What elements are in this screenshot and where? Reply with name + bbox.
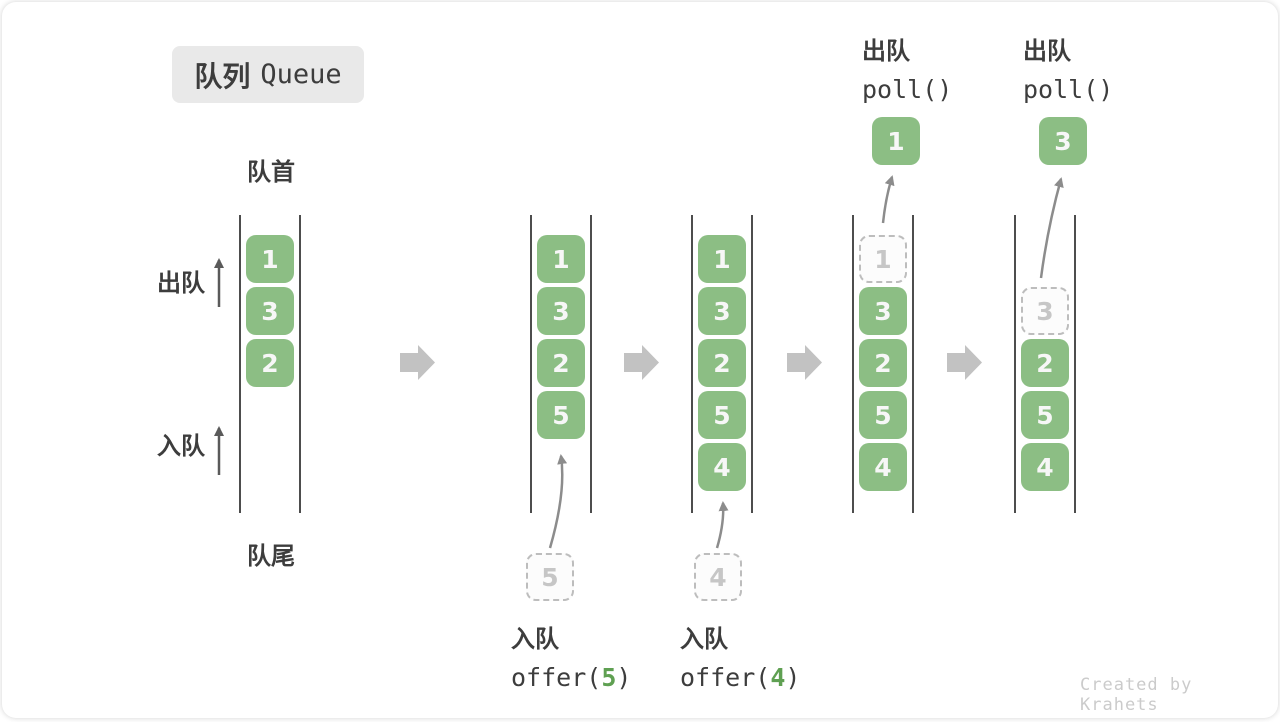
label-queue-rear: 队尾 — [247, 542, 295, 570]
code-text: ) — [616, 663, 632, 692]
code-text: ) — [785, 663, 801, 692]
state-transition-arrow-icon-1 — [400, 345, 435, 380]
queue-cell: 1 — [698, 235, 746, 283]
incoming-element-5: 5 — [526, 553, 574, 601]
title-badge: 队列 Queue — [172, 46, 364, 103]
label-dequeue-left: 出队 — [157, 269, 205, 297]
queue-cell: 4 — [859, 443, 907, 491]
queue-cell: 3 — [246, 287, 294, 335]
queue-channel-1 — [239, 215, 301, 513]
queue-channel-5 — [1014, 215, 1076, 513]
code-arg: 4 — [770, 663, 786, 692]
queue-channel-4 — [852, 215, 914, 513]
label-enqueue-left: 入队 — [157, 432, 205, 460]
queue-cell: 2 — [246, 339, 294, 387]
operation-action: 入队 — [511, 625, 559, 653]
removed-slot-3: 3 — [1021, 287, 1069, 335]
queue-cell: 4 — [698, 443, 746, 491]
title-english: Queue — [260, 59, 342, 90]
operation-action: 出队 — [862, 37, 910, 65]
watermark-credit: Created by Krahets — [1080, 675, 1193, 715]
operation-action: 出队 — [1023, 37, 1071, 65]
label-queue-front: 队首 — [247, 158, 295, 186]
operation-action: 入队 — [680, 625, 728, 653]
incoming-element-4: 4 — [694, 553, 742, 601]
queue-cell: 3 — [698, 287, 746, 335]
state-transition-arrow-icon-2 — [624, 345, 659, 380]
operation-label-offer-4: 入队 offer(4) — [680, 619, 860, 692]
queue-cell: 5 — [537, 391, 585, 439]
queue-cell: 5 — [1021, 391, 1069, 439]
operation-code: poll() — [862, 75, 953, 104]
queue-cell: 3 — [859, 287, 907, 335]
polled-element-1: 1 — [872, 117, 920, 165]
operation-label-poll-3: 出队 poll() — [1023, 31, 1203, 104]
queue-cell: 5 — [698, 391, 746, 439]
queue-channel-3 — [691, 215, 753, 513]
operation-label-poll-1: 出队 poll() — [862, 31, 1042, 104]
queue-cell: 3 — [537, 287, 585, 335]
state-transition-arrow-icon-3 — [787, 345, 822, 380]
queue-cell: 5 — [859, 391, 907, 439]
state-transition-arrow-icon-4 — [947, 345, 982, 380]
removed-slot-1: 1 — [859, 235, 907, 283]
operation-code: poll() — [1023, 75, 1114, 104]
code-text: offer( — [511, 663, 602, 692]
queue-cell: 2 — [859, 339, 907, 387]
queue-cell: 2 — [537, 339, 585, 387]
operation-code: offer(4) — [680, 663, 860, 692]
queue-cell: 1 — [246, 235, 294, 283]
operation-label-offer-5: 入队 offer(5) — [511, 619, 691, 692]
operation-code: offer(5) — [511, 663, 691, 692]
queue-cell: 2 — [1021, 339, 1069, 387]
polled-element-3: 3 — [1039, 117, 1087, 165]
queue-cell: 4 — [1021, 443, 1069, 491]
code-text: offer( — [680, 663, 771, 692]
queue-channel-2 — [530, 215, 592, 513]
code-arg: 5 — [601, 663, 617, 692]
title-chinese: 队列 — [194, 59, 251, 93]
queue-cell: 1 — [537, 235, 585, 283]
queue-cell: 2 — [698, 339, 746, 387]
